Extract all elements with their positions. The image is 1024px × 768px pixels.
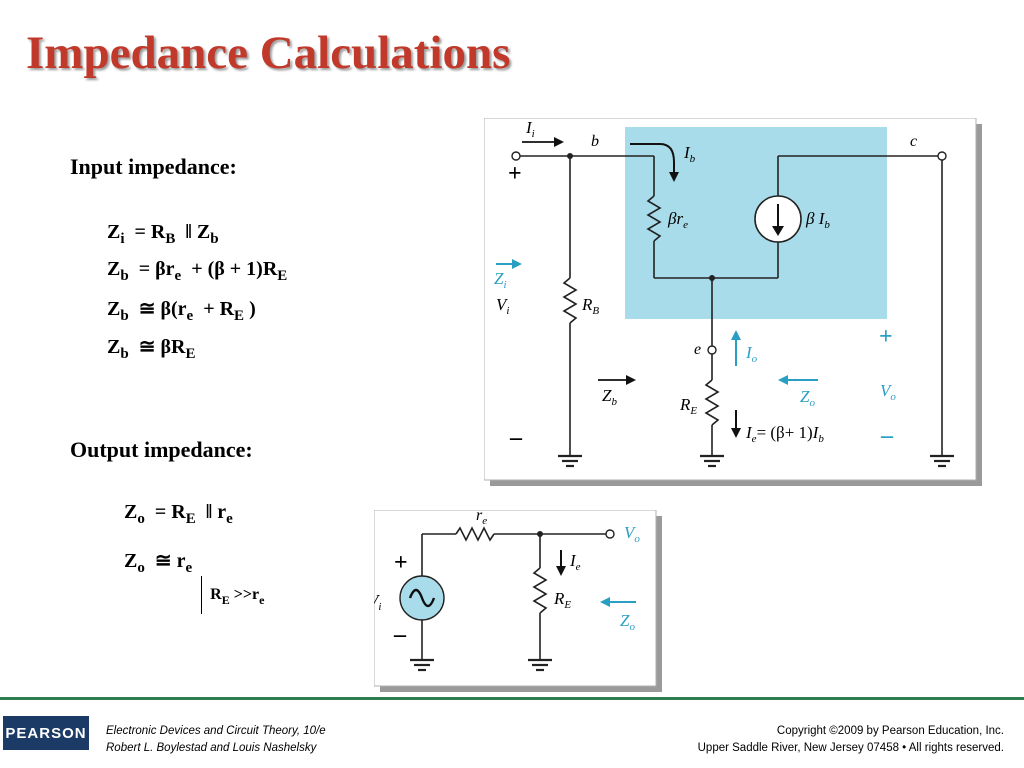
label-rb: RB [581, 295, 599, 317]
label-beta-re: βre [667, 209, 688, 231]
label-b: b [591, 133, 599, 150]
label-ie-equation: Ie= (β+ 1)Ib [745, 423, 824, 445]
zo-arrow [778, 375, 818, 385]
label-io: Io [745, 343, 758, 365]
input-terminal [511, 151, 521, 161]
label-vo: Vo [624, 523, 640, 545]
footer-authors: Robert L. Boylestad and Louis Nashelsky [106, 742, 317, 754]
condition-bar: RE >>re [201, 576, 264, 614]
footer-book-info: Electronic Devices and Circuit Theory, 1… [106, 723, 326, 757]
label-ie: Ie [569, 551, 581, 573]
footer-copyright-line: Copyright ©2009 by Pearson Education, In… [776, 725, 1004, 737]
ground-icon [558, 454, 954, 468]
footer-copyright: Copyright ©2009 by Pearson Education, In… [698, 723, 1004, 757]
label-zo: Zo [620, 611, 635, 633]
current-ib-arrow [630, 143, 679, 182]
output-equivalent-circuit: re Vo Ie + Vi RE – Zo [374, 510, 662, 692]
equation-zo-approx: Zo ≅ re RE >>re [124, 548, 264, 614]
emitter-bias-re-model-circuit: Ii b c Ib βre β Ib + – Zi Vi RB e Io Zb … [484, 118, 982, 486]
output-minus: – [880, 423, 894, 449]
zo-arrow [600, 597, 636, 607]
equation-zb-simplified: Zb ≅ βRE [107, 336, 196, 362]
ground-icon [410, 658, 552, 672]
zi-arrow [496, 259, 522, 269]
input-impedance-heading: Input impedance: [70, 154, 237, 179]
source-plus: + [394, 550, 408, 576]
current-ii-arrow [522, 137, 564, 147]
label-vi: Vi [496, 295, 509, 317]
emitter-terminal [707, 345, 717, 355]
label-re-small: re [476, 510, 487, 527]
label-ii: Ii [525, 118, 535, 140]
label-zb: Zb [602, 386, 617, 408]
footer-divider [0, 697, 1024, 700]
label-re: RE [553, 589, 571, 611]
slide-title: Impedance Calculations [26, 27, 511, 79]
output-impedance-heading: Output impedance: [70, 437, 253, 462]
label-re: RE [679, 395, 697, 417]
source-minus: – [393, 622, 407, 648]
footer-book-title: Electronic Devices and Circuit Theory, 1… [106, 725, 326, 737]
ie-arrow [556, 550, 566, 576]
collector-terminal [937, 151, 947, 161]
equation-zb-approx: Zb ≅ β(re + RE ) [107, 298, 256, 324]
label-vi: Vi [374, 591, 381, 613]
zb-arrow [598, 375, 636, 385]
input-minus: – [509, 425, 523, 451]
label-zo: Zo [800, 387, 815, 409]
footer-address: Upper Saddle River, New Jersey 07458 • A… [697, 742, 1004, 754]
equation-zi: Zi = RB ǁ Zb [107, 221, 219, 247]
label-zi: Zi [494, 269, 507, 291]
label-beta-ib: β Ib [805, 209, 830, 231]
input-plus: + [508, 161, 522, 187]
ie-arrow [731, 410, 741, 438]
output-terminal [605, 529, 615, 539]
label-ib: Ib [683, 143, 696, 165]
label-vo: Vo [880, 381, 896, 403]
label-e: e [694, 341, 701, 358]
io-arrow [731, 330, 741, 366]
output-plus: + [879, 324, 893, 350]
label-c: c [910, 133, 917, 150]
equation-zb-exact: Zb = βre + (β + 1)RE [107, 258, 288, 284]
equation-zo: Zo = RE ǁ re [124, 501, 233, 527]
pearson-logo: PEARSON [3, 716, 89, 750]
